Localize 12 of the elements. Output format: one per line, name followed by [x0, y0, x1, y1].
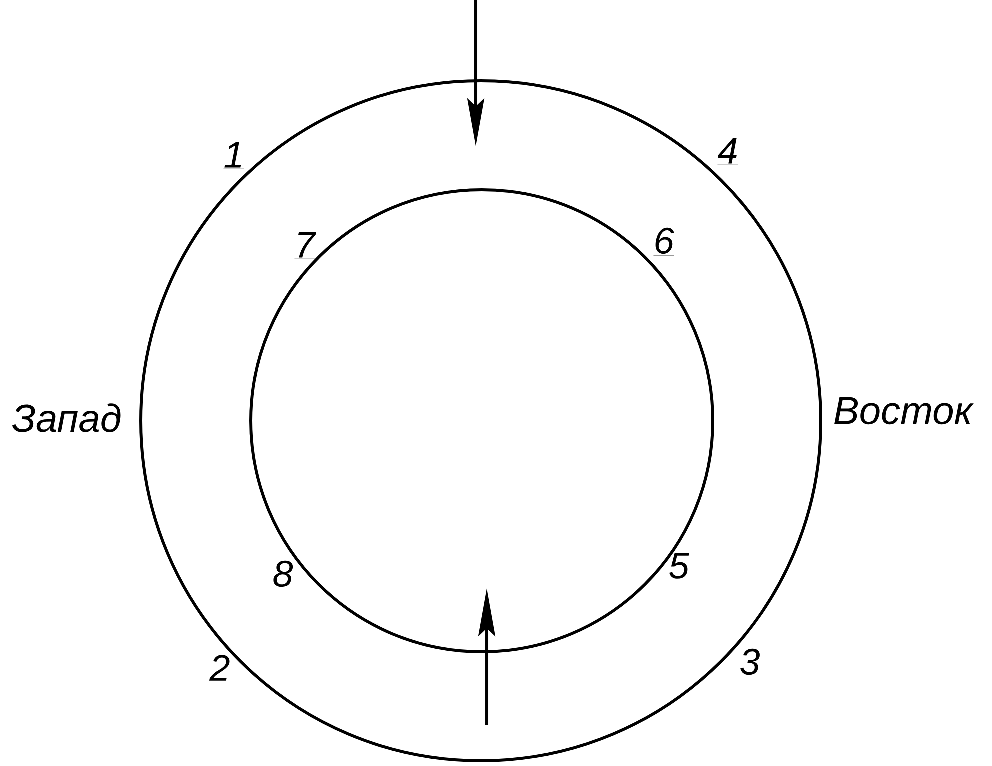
callout-number: 1	[224, 142, 244, 170]
callout-number: 7	[294, 232, 316, 260]
compass-label: Запад	[12, 404, 121, 432]
outer-circle	[140, 80, 822, 762]
callout-number: 5	[670, 553, 690, 579]
compass-label: Восток	[834, 397, 974, 425]
callout-number: 8	[274, 560, 294, 588]
callout-number: 3	[740, 648, 760, 676]
inner-circle	[250, 188, 714, 654]
callout-number: 6	[654, 228, 674, 256]
callout-number: 2	[210, 655, 230, 681]
callout-number: 4	[718, 138, 738, 166]
